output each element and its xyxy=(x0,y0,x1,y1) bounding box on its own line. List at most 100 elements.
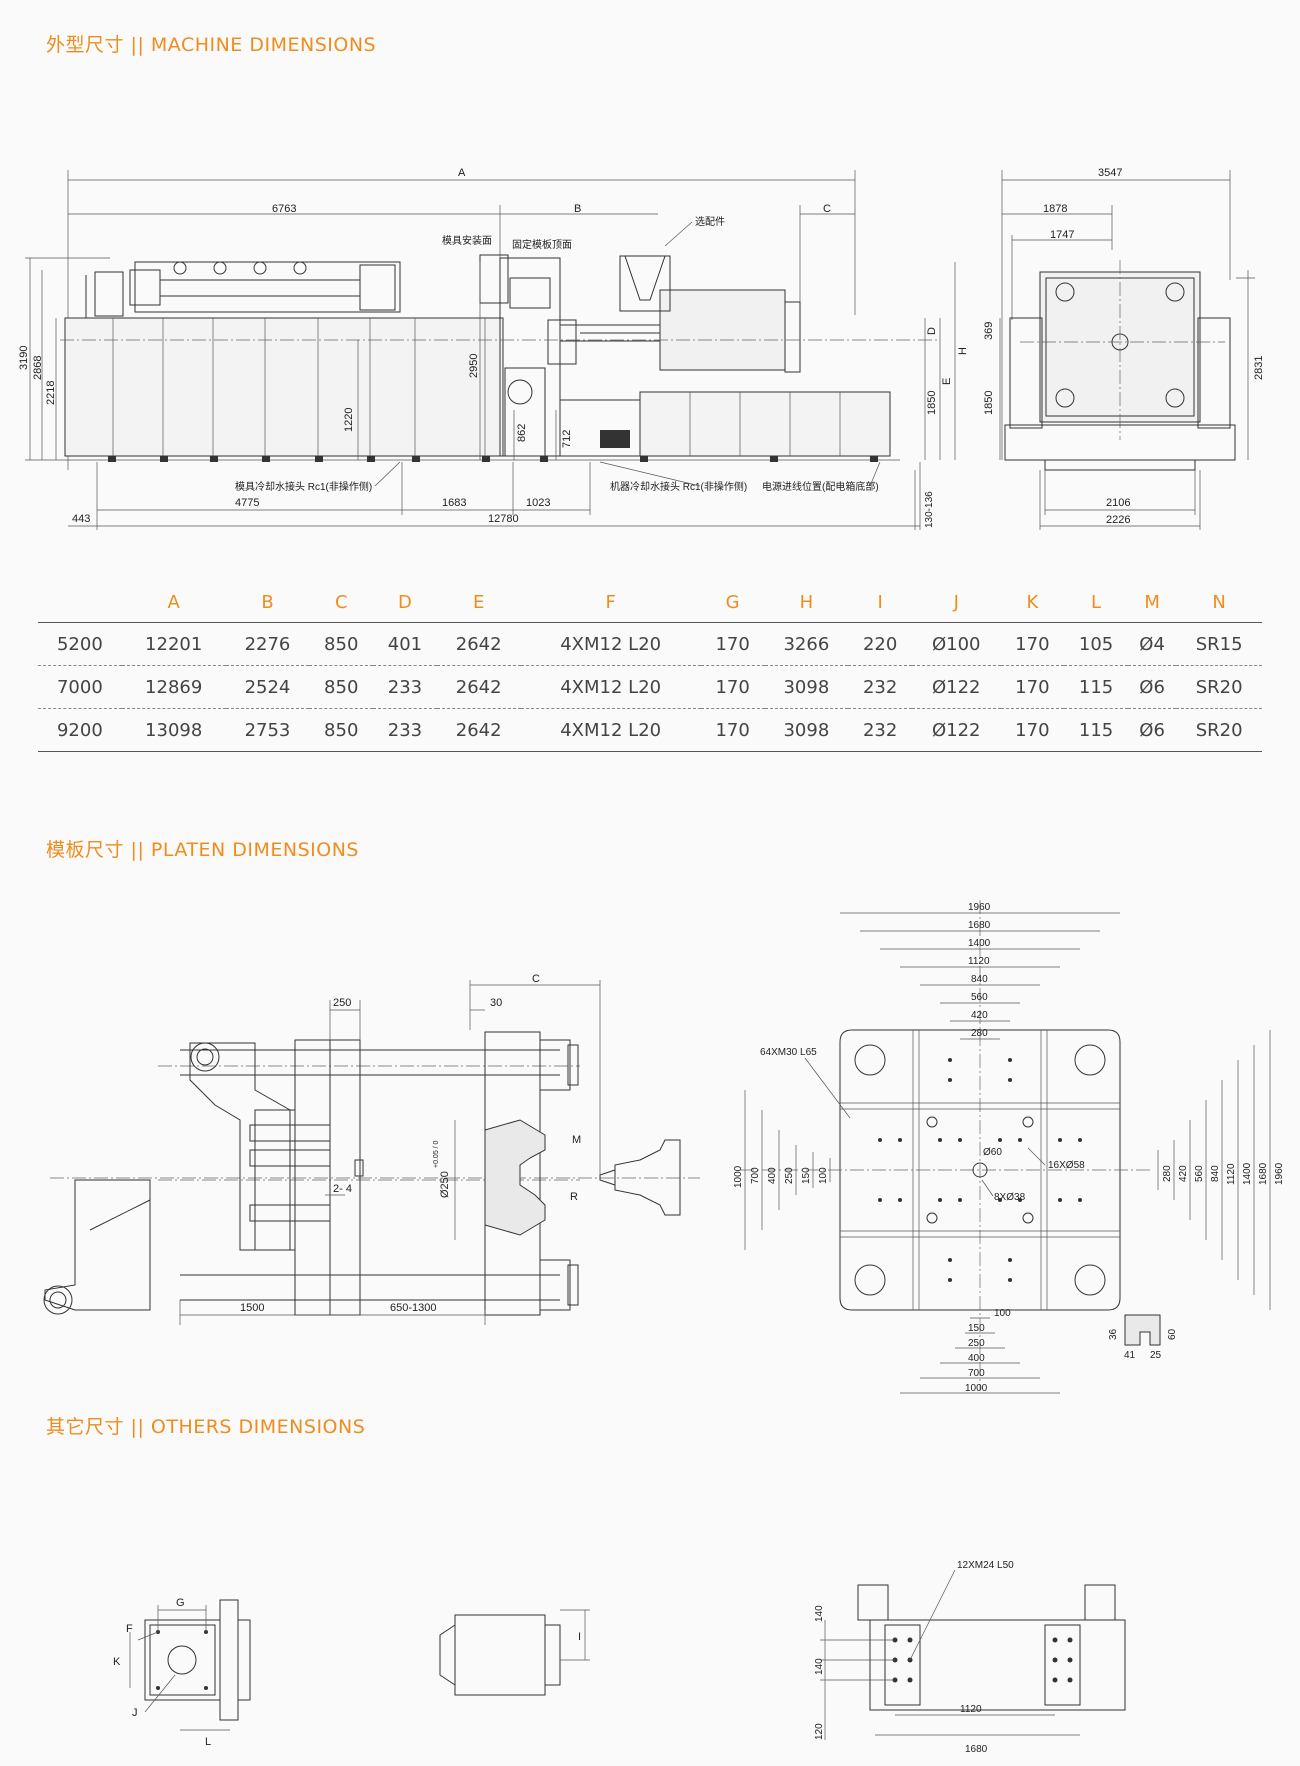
cell: SR15 xyxy=(1176,622,1262,666)
cell: SR20 xyxy=(1176,665,1262,709)
header-l: L xyxy=(1064,582,1128,623)
platen-phi60: Ø60 xyxy=(983,1147,1002,1158)
cell: 233 xyxy=(373,708,437,752)
cell: 3098 xyxy=(764,708,849,752)
machine-dimensions-drawing: A 6763 B C 模具安装面 固定模板顶面 选配件 3190 2868 22… xyxy=(18,167,1265,530)
dim-712: 712 xyxy=(561,430,573,448)
header-k: K xyxy=(1000,582,1065,623)
platen-top-280: 280 xyxy=(971,1028,988,1039)
platen-left-700: 700 xyxy=(750,1167,761,1184)
platen-right-1400: 1400 xyxy=(1242,1162,1253,1185)
dim-1850-side: 1850 xyxy=(926,391,938,415)
platen-left-100: 100 xyxy=(818,1167,829,1184)
dim-label-b: B xyxy=(574,203,581,215)
platen-top-1120: 1120 xyxy=(968,956,990,967)
machine-dimensions-title: 外型尺寸 || MACHINE DIMENSIONS xyxy=(46,34,377,56)
slot-60: 60 xyxy=(1167,1328,1178,1340)
others-l: L xyxy=(205,1736,211,1748)
platen-dim-30: 30 xyxy=(490,997,502,1009)
dim-862: 862 xyxy=(516,424,528,442)
cell-model: 9200 xyxy=(38,708,122,752)
header-f: F xyxy=(520,582,701,623)
cell: Ø122 xyxy=(911,665,1001,709)
cell: 2642 xyxy=(436,622,521,666)
dim-369: 369 xyxy=(983,322,995,340)
platen-left-150: 150 xyxy=(801,1167,812,1184)
platen-bottom-700: 700 xyxy=(968,1368,985,1379)
others-k: K xyxy=(113,1656,121,1668)
platen-top-420: 420 xyxy=(971,1010,988,1021)
cell-model: 7000 xyxy=(38,665,122,709)
cell: 401 xyxy=(373,622,437,666)
cell: 2524 xyxy=(225,665,310,709)
dim-label-6763: 6763 xyxy=(272,203,296,215)
table-row: 9200 13098 2753 850 233 2642 4XM12 L20 1… xyxy=(38,708,1262,752)
others-f: F xyxy=(126,1623,133,1635)
header-model xyxy=(38,582,122,623)
platen-right-1960: 1960 xyxy=(1274,1162,1285,1185)
platen-left-250: 250 xyxy=(784,1167,795,1184)
optional-label: 选配件 xyxy=(695,215,725,228)
platen-right-280: 280 xyxy=(1162,1165,1173,1182)
others-g: G xyxy=(176,1597,185,1609)
others-i: I xyxy=(578,1631,581,1643)
dim-2950: 2950 xyxy=(468,354,480,378)
platen-dim-2-4: 2- 4 xyxy=(333,1183,352,1195)
platen-holes-16: 16XØ58 xyxy=(1048,1160,1085,1171)
cell: 12869 xyxy=(121,665,226,709)
cell: 115 xyxy=(1064,708,1128,752)
others-j: J xyxy=(132,1707,138,1719)
cell: 3098 xyxy=(764,665,849,709)
dim-130-136: 130-136 xyxy=(924,491,935,528)
dim-label-d: D xyxy=(926,327,938,335)
header-n: N xyxy=(1176,582,1262,623)
dim-2831: 2831 xyxy=(1253,356,1265,380)
platen-bottom-1000: 1000 xyxy=(965,1383,988,1394)
others-140-a: 140 xyxy=(814,1605,825,1622)
dim-1023: 1023 xyxy=(526,497,550,509)
platen-dim-r: R xyxy=(570,1191,578,1203)
platen-dim-650-1300: 650-1300 xyxy=(390,1302,437,1314)
dim-4775: 4775 xyxy=(235,497,259,509)
platen-right-1120: 1120 xyxy=(1226,1163,1237,1185)
cell: 220 xyxy=(848,622,912,666)
platen-left-1000: 1000 xyxy=(733,1165,744,1188)
platen-bottom-250: 250 xyxy=(968,1338,985,1349)
slot-25: 25 xyxy=(1150,1350,1162,1361)
cell: 170 xyxy=(700,708,765,752)
cell: 115 xyxy=(1064,665,1128,709)
cell: 170 xyxy=(1000,665,1065,709)
dim-2868: 2868 xyxy=(32,356,44,380)
dim-label-a: A xyxy=(458,167,466,179)
spec-table-header: A B C D E F G H I J K L M N xyxy=(38,582,1262,623)
power-entry-label: 电源进线位置(配电箱底部) xyxy=(762,480,879,493)
platen-holes-8: 8XØ38 xyxy=(994,1192,1026,1203)
fixed-platen-top-label: 固定模板顶面 xyxy=(512,238,572,251)
cell: 4XM12 L20 xyxy=(520,708,701,752)
dim-1220: 1220 xyxy=(343,408,355,432)
slot-36: 36 xyxy=(1108,1328,1119,1340)
cell: 170 xyxy=(1000,708,1065,752)
dim-443: 443 xyxy=(72,513,90,525)
platen-right-1680: 1680 xyxy=(1258,1162,1269,1185)
dim-2218: 2218 xyxy=(45,381,57,405)
dim-1747: 1747 xyxy=(1050,229,1074,241)
dim-2226: 2226 xyxy=(1106,514,1130,526)
platen-dim-1500: 1500 xyxy=(240,1302,264,1314)
cell: 850 xyxy=(309,708,374,752)
platen-bottom-150: 150 xyxy=(968,1323,985,1334)
cell: SR20 xyxy=(1176,708,1262,752)
others-dimensions-title: 其它尺寸 || OTHERS DIMENSIONS xyxy=(46,1416,366,1438)
cell: Ø100 xyxy=(911,622,1001,666)
header-e: E xyxy=(436,582,521,623)
header-d: D xyxy=(373,582,437,623)
platen-right-840: 840 xyxy=(1210,1165,1221,1182)
platen-right-420: 420 xyxy=(1178,1165,1189,1182)
others-120: 120 xyxy=(814,1723,825,1740)
dim-3547: 3547 xyxy=(1098,167,1122,179)
mold-cooling-label: 模具冷却水接头 Rc1(非操作侧) xyxy=(235,480,372,493)
cell: Ø6 xyxy=(1127,708,1177,752)
platen-dim-m: M xyxy=(572,1134,581,1146)
platen-dim-c: C xyxy=(532,973,540,985)
header-c: C xyxy=(309,582,374,623)
